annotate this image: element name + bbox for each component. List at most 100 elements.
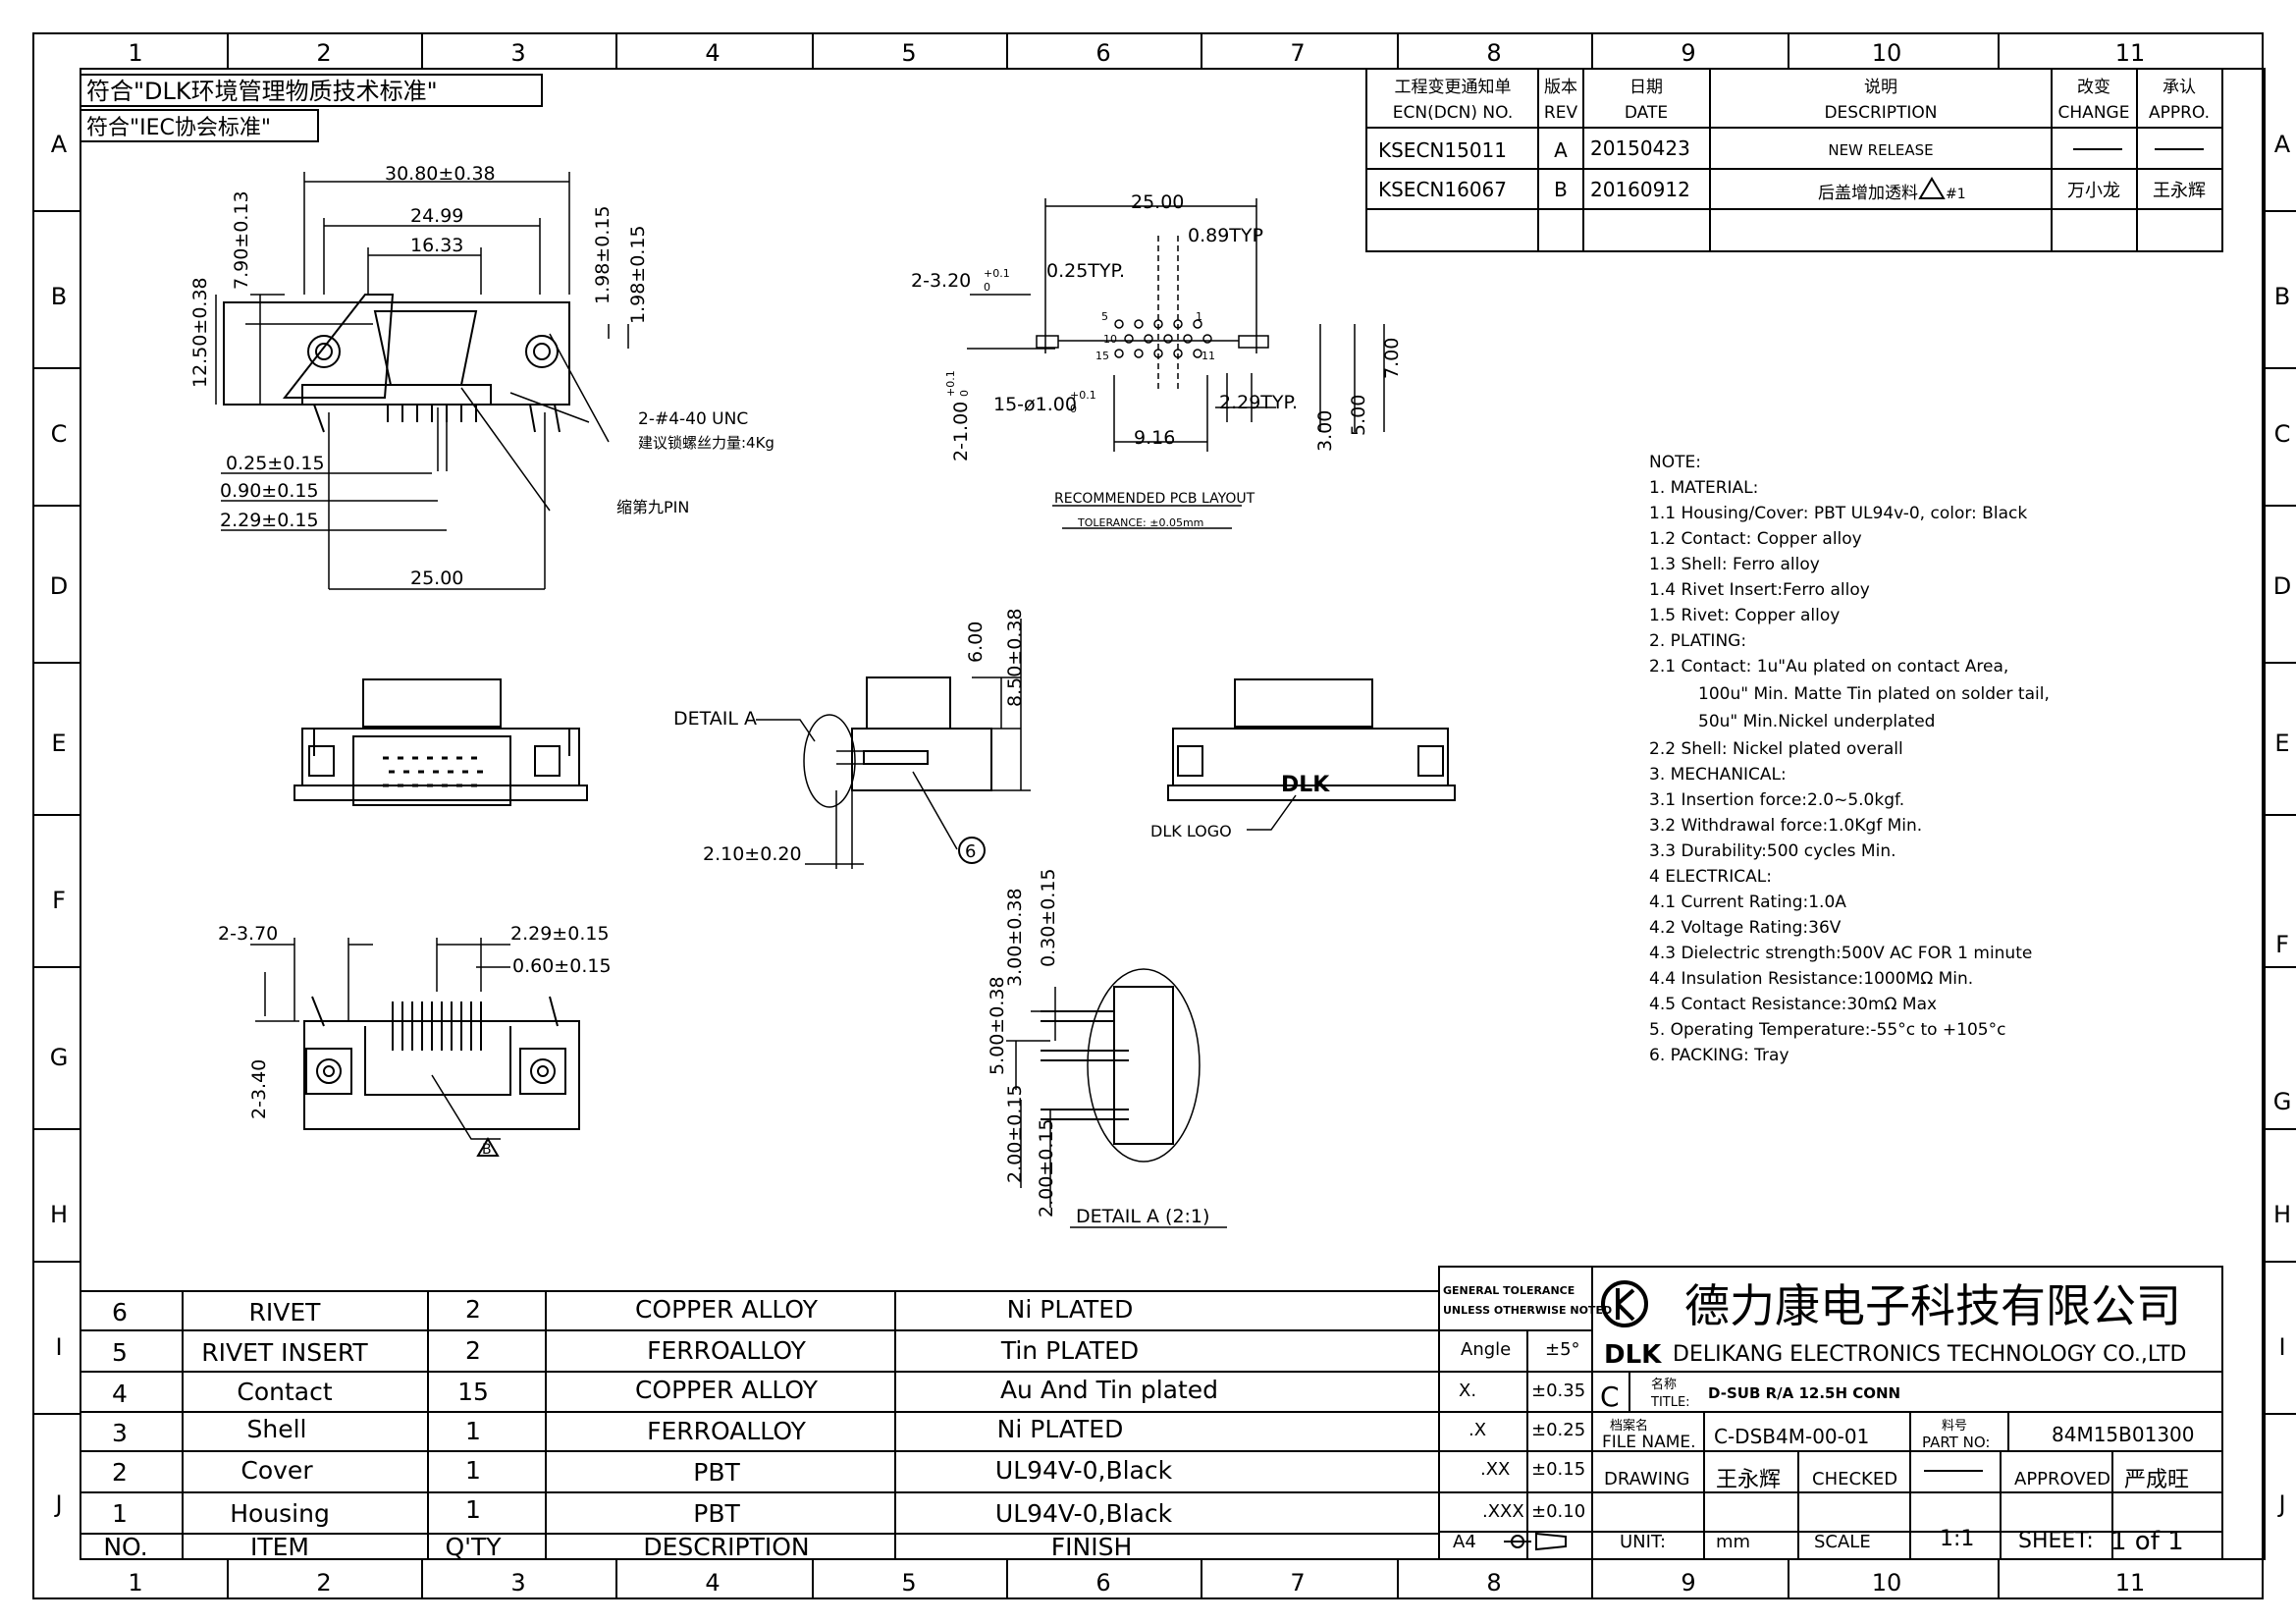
dlk-logo-label: DLK LOGO bbox=[1150, 822, 1232, 840]
note-line-18: 4.2 Voltage Rating:36V bbox=[1649, 918, 1842, 938]
note-line-0: NOTE: bbox=[1649, 453, 1701, 472]
bom-r6-desc: PBT bbox=[693, 1499, 740, 1528]
bottom-dim-d: 2-3.40 bbox=[248, 1059, 270, 1119]
bom-r4-finish: Ni PLATED bbox=[997, 1415, 1124, 1443]
bom-r3-qty: 15 bbox=[457, 1378, 489, 1406]
pcb-edge: 2-1.00 bbox=[950, 402, 972, 461]
detail-dim-e: 2.00±0.15 bbox=[1036, 1118, 1057, 1218]
rev-header-desc-cn: 说明 bbox=[1864, 78, 1897, 97]
side-dim-top: 6.00 bbox=[965, 622, 987, 663]
rev-header-desc-en: DESCRIPTION bbox=[1824, 103, 1937, 123]
rev-header-rev-cn: 版本 bbox=[1544, 78, 1577, 97]
bottom-dim-a: 2-3.70 bbox=[218, 923, 278, 945]
dim-overall: 30.80±0.38 bbox=[385, 163, 496, 185]
rev-header-date-en: DATE bbox=[1625, 103, 1668, 123]
tol-x-value: ±0.35 bbox=[1531, 1380, 1585, 1401]
zone-row-f: F bbox=[52, 887, 66, 914]
rev-row-1-desc: NEW RELEASE bbox=[1828, 141, 1933, 159]
pcb-edge-tol-minus: 0 bbox=[958, 390, 971, 397]
detail-a-label: DETAIL A bbox=[673, 708, 757, 730]
zone-labels: 1 2 3 4 5 6 7 8 9 10 11 1 2 3 4 5 6 7 8 … bbox=[50, 39, 2292, 1597]
approved-by: 严成旺 bbox=[2124, 1468, 2189, 1492]
rev-row-2-rev: B bbox=[1554, 178, 1568, 201]
pcb-pins-tol-plus: +0.1 bbox=[1070, 389, 1096, 402]
bom-r6-item: Housing bbox=[230, 1499, 330, 1528]
view-e-front bbox=[294, 678, 588, 806]
zone-row-b: B bbox=[51, 283, 67, 310]
zone-row-e: E bbox=[51, 730, 66, 757]
detail-dim-d: 2.00±0.15 bbox=[1004, 1084, 1026, 1183]
note-line-10: 50u" Min.Nickel underplated bbox=[1698, 712, 1935, 731]
bottom-view bbox=[250, 938, 580, 1157]
zone-col-11-bottom: 11 bbox=[2115, 1569, 2146, 1597]
note-line-23: 6. PACKING: Tray bbox=[1649, 1046, 1789, 1065]
zone-col-7: 7 bbox=[1290, 39, 1305, 67]
note-line-12: 3. MECHANICAL: bbox=[1649, 765, 1787, 785]
zone-col-10: 10 bbox=[1872, 39, 1902, 67]
dim-d2: 1.98±0.15 bbox=[627, 225, 649, 324]
company-logo-icon bbox=[1601, 1280, 1648, 1327]
pcb-edge-tol-plus: +0.1 bbox=[944, 370, 957, 397]
pcb-holes: 2-3.20 bbox=[911, 270, 971, 292]
bom-r1-item: RIVET bbox=[249, 1298, 322, 1326]
pcb-spacing: 0.25TYP. bbox=[1046, 260, 1125, 282]
zone-row-f-right: F bbox=[2275, 931, 2289, 958]
tol-x1-label: .X bbox=[1468, 1420, 1486, 1440]
scale-label: SCALE bbox=[1814, 1532, 1871, 1552]
bom-table: 6 RIVET 2 COPPER ALLOY Ni PLATED 5 RIVET… bbox=[80, 1267, 1440, 1561]
front-view-dims: 30.80±0.38 24.99 16.33 7.90±0.13 12.50±0… bbox=[189, 163, 774, 589]
pcb-holes-tol-minus: 0 bbox=[984, 281, 990, 294]
zone-row-h-right: H bbox=[2273, 1201, 2291, 1228]
rev-header-appro-en: APPRO. bbox=[2149, 103, 2210, 123]
part-cn: 料号 bbox=[1942, 1419, 1967, 1434]
note-line-22: 5. Operating Temperature:-55°c to +105°c bbox=[1649, 1020, 2005, 1040]
bom-r4-qty: 1 bbox=[465, 1417, 481, 1445]
dlk-logo-mark: DLK bbox=[1281, 773, 1330, 797]
pcb-pin-label-10: 10 bbox=[1103, 333, 1117, 346]
dim-p2: 0.90±0.15 bbox=[220, 480, 319, 502]
view-e-side bbox=[756, 619, 1031, 869]
bom-header-qty: Q'TY bbox=[445, 1533, 502, 1561]
zone-col-1-bottom: 1 bbox=[128, 1569, 142, 1597]
detail-a-view bbox=[1006, 968, 1227, 1228]
side-view-dims: 6.00 8.50±0.38 2.10±0.20 DETAIL A 6 bbox=[673, 608, 1026, 865]
note-line-14: 3.2 Withdrawal force:1.0Kgf Min. bbox=[1649, 816, 1922, 836]
bom-r5-item: Cover bbox=[240, 1456, 313, 1485]
standard-dlk: 符合"DLK环境管理物质技术标准" bbox=[86, 78, 438, 105]
zone-col-8: 8 bbox=[1486, 39, 1501, 67]
zone-row-a: A bbox=[51, 131, 68, 158]
zone-col-1: 1 bbox=[128, 39, 142, 67]
detail-dim-a: 3.00±0.38 bbox=[1004, 888, 1026, 987]
note-line-17: 4.1 Current Rating:1.0A bbox=[1649, 893, 1846, 912]
dim-p1: 0.25±0.15 bbox=[226, 453, 325, 474]
tol-angle-label: Angle bbox=[1461, 1339, 1511, 1360]
rev-row-1-rev: A bbox=[1554, 138, 1568, 162]
note-line-15: 3.3 Durability:500 cycles Min. bbox=[1649, 841, 1896, 861]
rev-row-1-ecn: KSECN15011 bbox=[1378, 138, 1507, 162]
detail-caption: DETAIL A (2:1) bbox=[1076, 1206, 1209, 1227]
zone-col-5: 5 bbox=[901, 39, 916, 67]
note-line-6: 1.5 Rivet: Copper alloy bbox=[1649, 606, 1840, 625]
zone-col-8-bottom: 8 bbox=[1486, 1569, 1501, 1597]
pcb-layout bbox=[967, 198, 1385, 529]
note-line-7: 2. PLATING: bbox=[1649, 631, 1746, 651]
bom-r2-qty: 2 bbox=[465, 1336, 481, 1365]
pcb-pad: 0.89TYP bbox=[1188, 225, 1263, 246]
revision-flag-icon bbox=[1918, 177, 1946, 199]
bom-r1-qty: 2 bbox=[465, 1295, 481, 1324]
bom-r5-finish: UL94V-0,Black bbox=[995, 1456, 1173, 1485]
sheet-value: 1 of 1 bbox=[2110, 1527, 2184, 1556]
note-line-19: 4.3 Dielectric strength:500V AC FOR 1 mi… bbox=[1649, 944, 2032, 963]
zone-col-7-bottom: 7 bbox=[1290, 1569, 1305, 1597]
bom-r5-qty: 1 bbox=[465, 1456, 481, 1485]
note-line-21: 4.5 Contact Resistance:30mΩ Max bbox=[1649, 995, 1937, 1014]
rev-row-2-appro: 王永辉 bbox=[2153, 181, 2206, 201]
gen-tol-line-1: GENERAL TOLERANCE bbox=[1443, 1284, 1575, 1297]
rev-row-2-desc: 后盖增加透料 bbox=[1818, 184, 1918, 203]
drawing-by: 王永辉 bbox=[1716, 1468, 1781, 1492]
dim-pitch-inner: 16.33 bbox=[410, 235, 463, 256]
pcb-pitch: 2.29TYP. bbox=[1219, 392, 1298, 413]
rev-header-date-cn: 日期 bbox=[1629, 78, 1663, 97]
bom-r1-finish: Ni PLATED bbox=[1007, 1295, 1134, 1324]
